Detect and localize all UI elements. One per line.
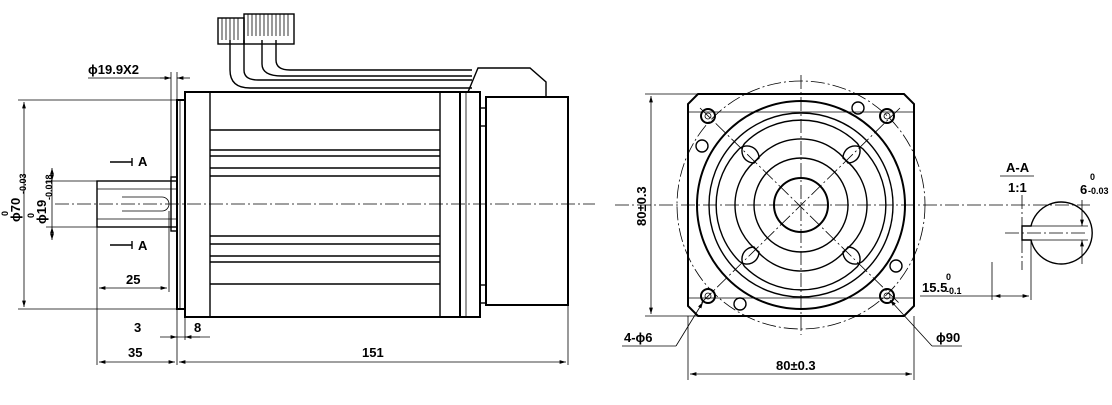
arc-slots xyxy=(715,119,887,291)
flange-thickness-label: 3 xyxy=(134,320,141,335)
front-height-label: 80±0.3 xyxy=(634,186,649,226)
section-label-top: A xyxy=(138,154,148,169)
pilot-dia-label: ϕ70 xyxy=(8,198,23,222)
shaft-keyway xyxy=(122,196,170,212)
section-view: A-A 1:1 6 0 -0.03 15.5 0 -0.1 xyxy=(920,160,1109,300)
shaft-dia-tol-lower: -0.018 xyxy=(44,174,54,200)
flange xyxy=(176,99,186,310)
section-scale: 1:1 xyxy=(1008,180,1027,195)
rear-cap xyxy=(459,91,481,318)
dim-front-height: 80±0.3 xyxy=(634,93,698,317)
motor-body xyxy=(184,91,461,318)
dim-key-length: 25 xyxy=(96,211,170,365)
dim-key-depth: 15.5 0 -0.1 xyxy=(920,240,1032,300)
key-width-label: 6 xyxy=(1080,182,1087,197)
cable-connectors xyxy=(217,13,472,89)
side-view: A A ϕ70 0 -0.03 ϕ19 0 xyxy=(0,13,595,365)
section-marker-top: A xyxy=(110,154,148,169)
holes-label: 4-ϕ6 xyxy=(624,330,653,345)
key-length-label: 25 xyxy=(126,272,140,287)
encoder-top-box xyxy=(467,67,547,97)
encoder-housing xyxy=(485,96,569,306)
dim-overall-lengths: 35 151 xyxy=(99,305,569,365)
section-title: A-A xyxy=(1006,160,1030,175)
body-length-label: 151 xyxy=(362,345,384,360)
dim-bolt-circle: ϕ90 xyxy=(889,299,962,347)
front-width-label: 80±0.3 xyxy=(776,358,816,373)
front-view: 80±0.3 80±0.3 4-ϕ6 ϕ90 xyxy=(615,75,1090,380)
mounting-holes xyxy=(695,101,903,311)
connector-2 xyxy=(243,13,295,45)
shaft-length-label: 35 xyxy=(128,345,142,360)
dim-holes: 4-ϕ6 xyxy=(622,301,704,347)
key-depth-tol-upper: 0 xyxy=(946,272,951,282)
pilot-dia-tol-lower: -0.03 xyxy=(18,173,28,194)
key-depth-label: 15.5 xyxy=(922,280,947,295)
dim-shaft-diameter: ϕ19 0 -0.018 xyxy=(26,168,97,240)
pilot-dia-tol-upper: 0 xyxy=(0,211,10,216)
flange-offset-label: 8 xyxy=(194,320,201,335)
dim-boss-callout: ϕ19.9X2 xyxy=(88,62,190,177)
shaft-dia-label: ϕ19 xyxy=(34,200,49,224)
body-ridges xyxy=(210,129,440,285)
key-width-tol-lower: -0.03 xyxy=(1088,186,1109,196)
dim-flange: 3 8 xyxy=(134,309,210,365)
boss-callout-label: ϕ19.9X2 xyxy=(88,62,139,77)
section-label-bottom: A xyxy=(138,238,148,253)
key-width-tol-upper: 0 xyxy=(1090,172,1095,182)
bolt-circle-label: ϕ90 xyxy=(936,330,960,345)
section-marker-bottom: A xyxy=(110,238,148,253)
dim-pilot-diameter: ϕ70 0 -0.03 xyxy=(0,99,177,310)
shaft-dia-tol-upper: 0 xyxy=(26,213,36,218)
front-square xyxy=(687,93,915,317)
dim-key-width: 6 0 -0.03 xyxy=(1031,172,1109,264)
key-depth-tol-lower: -0.1 xyxy=(946,286,962,296)
shaft-section xyxy=(1021,201,1093,265)
